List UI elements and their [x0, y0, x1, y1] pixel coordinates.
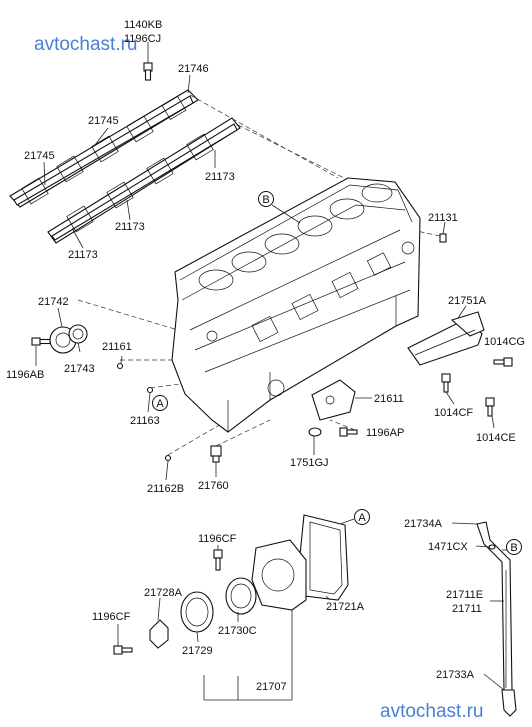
label-21173-right: 21173 — [205, 171, 235, 183]
label-21742: 21742 — [38, 296, 69, 308]
pin-21162b — [164, 454, 172, 462]
label-1196ap: 1196AP — [366, 427, 404, 439]
bracket-21728a — [149, 619, 169, 649]
label-21173-middle: 21173 — [115, 221, 145, 233]
bracket-21751a — [407, 311, 485, 366]
callout-a-top-label: A — [156, 398, 164, 410]
bolt-1014cg — [493, 357, 513, 367]
gasket-21743 — [68, 324, 88, 344]
bolt-1196ab — [31, 337, 51, 346]
label-21729: 21729 — [182, 645, 213, 657]
label-21711: 21711 — [452, 603, 482, 615]
o-ring-1751gj — [308, 427, 322, 437]
label-21743: 21743 — [64, 363, 95, 375]
bolt-1014cf — [441, 373, 451, 393]
label-21611: 21611 — [374, 393, 404, 405]
intake-manifold-gasket-upper — [9, 89, 199, 208]
plug-21131 — [439, 233, 447, 243]
label-1196cj: 1196CJ — [124, 33, 161, 45]
label-21728a: 21728A — [144, 587, 183, 599]
label-1196cf-lower: 1196CF — [92, 611, 131, 623]
label-21745-left: 21745 — [24, 150, 55, 162]
label-21707: 21707 — [256, 681, 287, 693]
intake-manifold-gasket-lower — [47, 117, 241, 244]
label-21745-upper: 21745 — [88, 115, 119, 127]
bolt-1196cf-lower — [113, 645, 133, 655]
cover-21611 — [311, 379, 356, 421]
callout-b-top — [258, 191, 274, 207]
bolt-1196ap — [339, 427, 358, 437]
bolt-1196cf-upper — [213, 549, 223, 571]
label-1751gj: 1751GJ — [290, 457, 329, 469]
label-1471cx: 1471CX — [428, 541, 468, 553]
gauge-handle-21733a — [501, 689, 517, 717]
label-1014ce: 1014CE — [476, 432, 516, 444]
label-1196cf-upper: 1196CF — [198, 533, 237, 545]
rear-oil-seal-case-21721a — [299, 514, 349, 601]
oil-seal-21730c — [225, 577, 257, 615]
callout-a-bottom — [354, 509, 370, 525]
callout-a-bottom-label: A — [358, 512, 366, 524]
callout-b-top-label: B — [262, 194, 269, 206]
label-21733a: 21733A — [436, 669, 475, 681]
watermark-bottom: avtochast.ru — [380, 701, 484, 722]
label-21162b: 21162B — [147, 483, 184, 495]
label-1014cg: 1014CG — [484, 336, 525, 348]
label-1196ab: 1196AB — [6, 369, 44, 381]
bolt-1140kb — [143, 62, 153, 81]
label-21734a: 21734A — [404, 518, 443, 530]
plug-21760 — [210, 445, 222, 463]
callout-a-top — [152, 395, 168, 411]
pin-21163 — [146, 386, 154, 394]
cylinder-block — [171, 177, 421, 433]
label-21163: 21163 — [130, 415, 160, 427]
label-21711e: 21711E — [446, 589, 483, 601]
label-21721a: 21721A — [326, 601, 365, 613]
oil-seal-21729 — [180, 591, 214, 633]
label-21173-lower: 21173 — [68, 249, 98, 261]
rear-plate-21707 — [251, 539, 307, 611]
label-21730c: 21730C — [218, 625, 257, 637]
callout-b-right — [506, 539, 522, 555]
watermark-top: avtochast.ru — [34, 34, 138, 55]
label-21751a: 21751A — [448, 295, 487, 307]
label-21161: 21161 — [102, 341, 132, 353]
pin-21161 — [116, 362, 124, 370]
label-21746: 21746 — [178, 63, 209, 75]
label-1014cf: 1014CF — [434, 407, 473, 419]
label-21131: 21131 — [428, 212, 458, 224]
label-1140kb: 1140KB — [124, 19, 162, 31]
callout-b-right-label: B — [510, 542, 517, 554]
label-21760: 21760 — [198, 480, 229, 492]
part-labels: 1140KB 1196CJ 21746 21745 21745 21173 21… — [6, 19, 525, 693]
bolt-1014ce — [485, 397, 495, 417]
